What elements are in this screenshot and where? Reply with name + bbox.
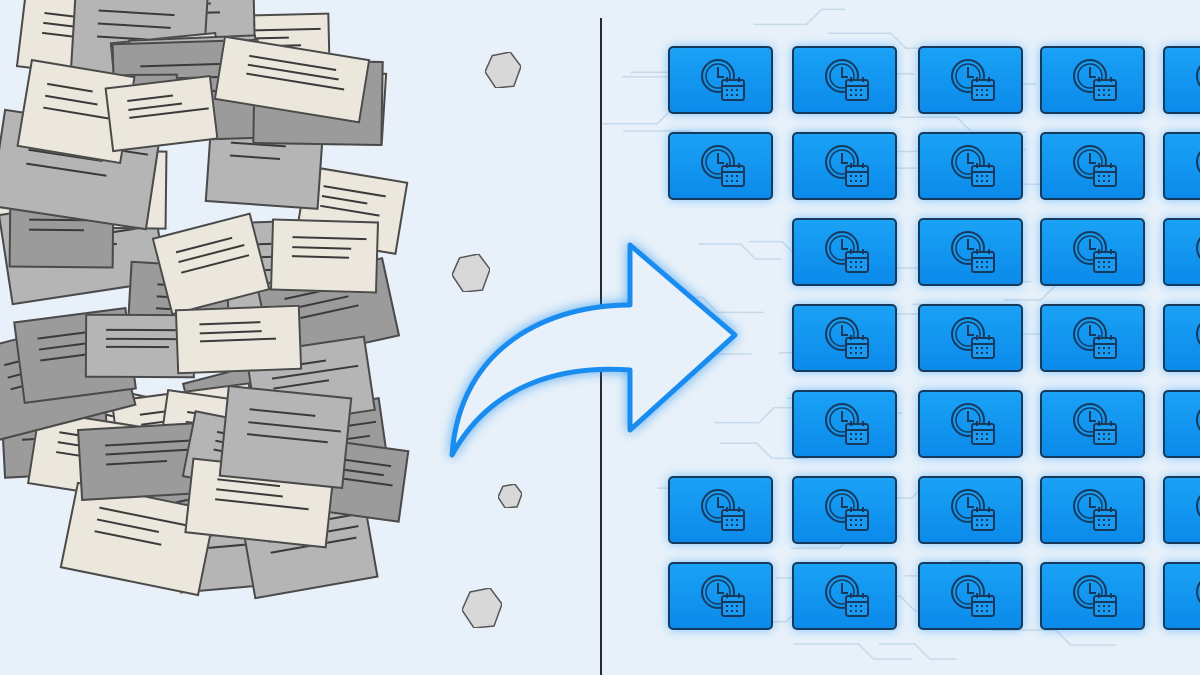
clock-calendar-icon — [1073, 575, 1117, 617]
clock-calendar-icon — [951, 145, 995, 187]
clock-calendar-icon — [701, 575, 745, 617]
crumpled-paper-icon — [498, 484, 522, 508]
schedule-tile — [792, 132, 897, 200]
schedule-tile — [918, 46, 1023, 114]
schedule-tile — [668, 46, 773, 114]
schedule-tile — [1163, 304, 1200, 372]
schedule-tile — [792, 304, 897, 372]
schedule-tile — [1163, 562, 1200, 630]
crumpled-paper-icon — [462, 588, 502, 628]
circuit-trace — [1003, 284, 1098, 301]
schedule-tile — [918, 562, 1023, 630]
clock-calendar-icon — [1196, 151, 1200, 173]
clock-calendar-icon — [951, 489, 995, 531]
clock-calendar-icon — [1196, 323, 1200, 345]
schedule-tile — [792, 476, 897, 544]
clock-calendar-icon — [825, 489, 869, 531]
paper-note — [218, 384, 353, 489]
clock-calendar-icon — [701, 145, 745, 187]
clock-calendar-icon — [825, 575, 869, 617]
schedule-tile — [792, 46, 897, 114]
schedule-tile — [792, 562, 897, 630]
clock-calendar-icon — [951, 403, 995, 445]
schedule-tile — [1040, 562, 1145, 630]
circuit-trace — [793, 643, 913, 660]
paper-note — [174, 305, 302, 375]
clock-calendar-icon — [701, 489, 745, 531]
schedule-tile — [1040, 304, 1145, 372]
circuit-trace — [719, 442, 810, 460]
schedule-tile — [918, 476, 1023, 544]
clock-calendar-icon — [1196, 495, 1200, 517]
clock-calendar-icon — [825, 145, 869, 187]
circuit-trace — [898, 116, 1027, 134]
clock-calendar-icon — [1073, 317, 1117, 359]
schedule-tile — [1040, 390, 1145, 458]
clock-calendar-icon — [825, 403, 869, 445]
clock-calendar-icon — [1073, 231, 1117, 273]
schedule-tile — [1163, 46, 1200, 114]
curved-arrow-right-icon — [449, 242, 738, 458]
organized-tile-grid — [602, 0, 1200, 675]
clock-calendar-icon — [1196, 581, 1200, 603]
schedule-tile — [668, 476, 773, 544]
schedule-tile — [1040, 132, 1145, 200]
schedule-tile — [792, 390, 897, 458]
clock-calendar-icon — [825, 317, 869, 359]
clock-calendar-icon — [825, 59, 869, 101]
schedule-tile — [1163, 218, 1200, 286]
schedule-tile — [1163, 132, 1200, 200]
clock-calendar-icon — [825, 231, 869, 273]
clock-calendar-icon — [951, 231, 995, 273]
clock-calendar-icon — [701, 59, 745, 101]
schedule-tile — [1163, 476, 1200, 544]
circuit-trace — [991, 629, 1117, 646]
paper-note — [104, 75, 220, 153]
crumpled-paper-icon — [485, 52, 521, 88]
crumpled-paper-icon — [452, 254, 490, 292]
circuit-trace — [698, 243, 782, 260]
schedule-tile — [1040, 46, 1145, 114]
clock-calendar-icon — [1073, 145, 1117, 187]
schedule-tile — [668, 562, 773, 630]
schedule-tile — [918, 390, 1023, 458]
paper-note — [269, 218, 380, 294]
circuit-trace — [878, 643, 957, 660]
circuit-trace — [753, 8, 846, 26]
schedule-tile — [668, 132, 773, 200]
clock-calendar-icon — [951, 575, 995, 617]
schedule-tile — [1040, 218, 1145, 286]
schedule-tile — [918, 304, 1023, 372]
clock-calendar-icon — [951, 59, 995, 101]
schedule-tile — [918, 218, 1023, 286]
schedule-tile — [918, 132, 1023, 200]
schedule-tile — [1040, 476, 1145, 544]
clock-calendar-icon — [1073, 489, 1117, 531]
clock-calendar-icon — [951, 317, 995, 359]
schedule-tile — [1163, 390, 1200, 458]
clock-calendar-icon — [1196, 409, 1200, 431]
clock-calendar-icon — [1196, 237, 1200, 259]
clock-calendar-icon — [1073, 59, 1117, 101]
clock-calendar-icon — [1073, 403, 1117, 445]
schedule-tile — [792, 218, 897, 286]
clock-calendar-icon — [1196, 65, 1200, 87]
